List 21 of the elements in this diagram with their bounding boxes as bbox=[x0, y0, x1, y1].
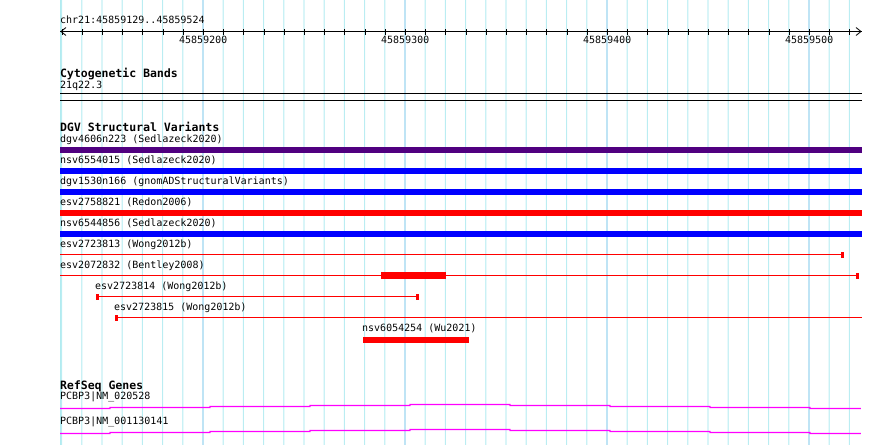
feature-label: dgv4606n223 (Sedlazeck2020) bbox=[60, 134, 223, 146]
feature-label: esv2072832 (Bentley2008) bbox=[60, 260, 204, 272]
coordinate-label: chr21:45859129..45859524 bbox=[60, 15, 204, 27]
track-title: RefSeq Genes bbox=[60, 379, 144, 391]
feature-label: nsv6054254 (Wu2021) bbox=[362, 323, 476, 335]
band-label: 21q22.3 bbox=[60, 80, 102, 92]
track-title: Cytogenetic Bands bbox=[60, 67, 178, 79]
feature-label: nsv6544856 (Sedlazeck2020) bbox=[60, 218, 217, 230]
feature-label: esv2723815 (Wong2012b) bbox=[114, 302, 246, 314]
feature-label: nsv6554015 (Sedlazeck2020) bbox=[60, 155, 217, 167]
track-title: DGV Structural Variants bbox=[60, 121, 220, 133]
feature-label: esv2758821 (Redon2006) bbox=[60, 197, 192, 209]
axis-tick-label: 45859300 bbox=[381, 35, 430, 47]
feature-label: esv2723814 (Wong2012b) bbox=[95, 281, 228, 293]
axis-tick-label: 45859500 bbox=[785, 35, 834, 47]
axis-tick-label: 45859200 bbox=[179, 35, 228, 47]
axis-tick-label: 45859400 bbox=[583, 35, 632, 47]
feature-label: dgv1530n166 (gnomADStructuralVariants) bbox=[60, 176, 289, 188]
feature-label: esv2723813 (Wong2012b) bbox=[60, 239, 192, 251]
gene-label: PCBP3|NM_020528 bbox=[60, 391, 150, 403]
gene-label: PCBP3|NM_001130141 bbox=[60, 416, 168, 428]
